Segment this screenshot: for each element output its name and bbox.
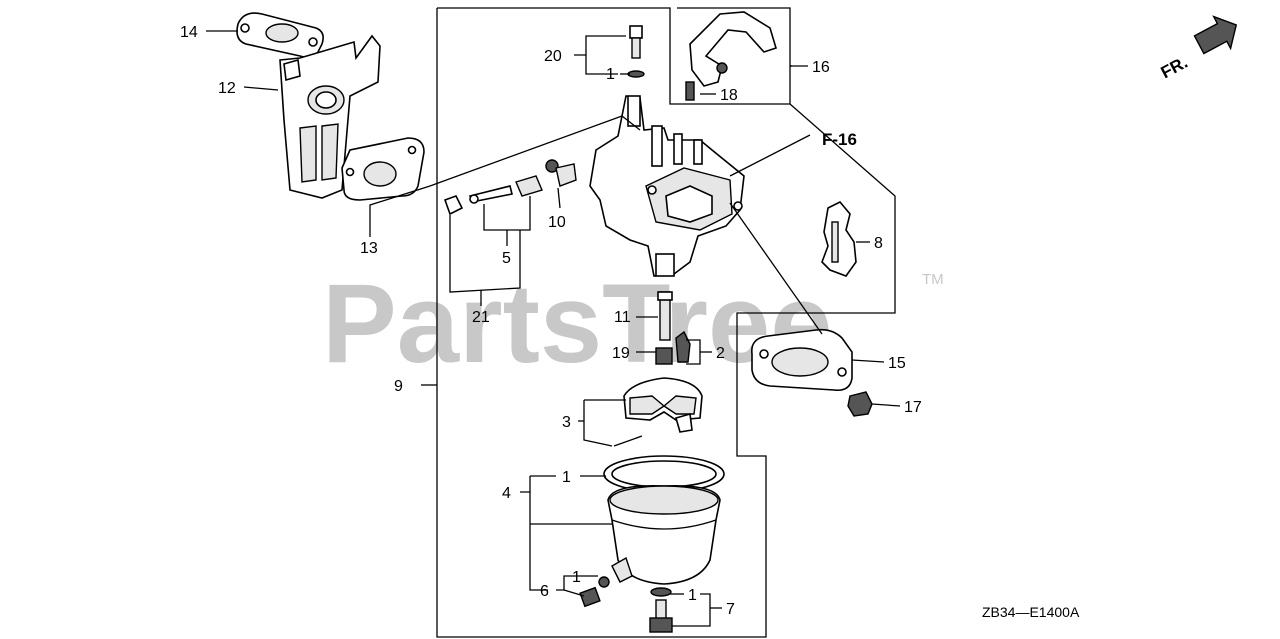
part-10-throttle-stop-screw [545,159,577,187]
watermark-text: PartsTree [322,261,833,386]
callout-16: 16 [812,59,830,76]
callout-4: 4 [502,485,511,502]
callout-1-bolt: 1 [688,587,697,604]
callout-21: 21 [472,309,490,326]
part-21-pilot-screw [443,195,464,216]
callout-7: 7 [726,601,735,618]
part-1-washer-bolt [650,587,672,597]
callout-3: 3 [562,414,571,431]
part-4-float-bowl [607,484,721,585]
callout-1-top: 1 [606,66,615,83]
part-5-screw-set [468,175,543,204]
part-13-gasket [341,137,425,201]
part-18-spring [685,81,695,101]
callout-17: 17 [904,399,922,416]
carburetor-body [589,95,745,277]
callout-20: 20 [544,48,562,65]
part-14-gasket [236,12,324,59]
part-3-float [613,377,703,447]
callout-12: 12 [218,80,236,97]
callout-2: 2 [716,345,725,362]
callout-10: 10 [548,214,566,231]
callout-1-oring: 1 [562,469,571,486]
assembly-boundary [421,7,896,638]
part-12-insulator [279,34,381,199]
callouts: 14 12 13 20 1 16 18 F-16 10 5 21 8 11 19… [180,24,922,618]
callout-14: 14 [180,24,198,41]
part-11-main-jet [657,291,673,341]
part-16-choke-lever [689,11,777,87]
part-6-drain-screw [579,586,601,608]
part-1-washer-drain [598,576,610,588]
callout-8: 8 [874,235,883,252]
callout-9: 9 [394,378,403,395]
reference-label: F-16 [822,130,857,149]
front-direction-label: FR. [1158,53,1191,83]
watermark-trademark: TM [922,271,944,288]
callout-13: 13 [360,240,378,257]
part-7-bowl-bolt [649,599,673,633]
part-8-choke-link [821,201,857,277]
callout-5: 5 [502,250,511,267]
part-17-nut [847,391,873,417]
front-direction-arrow-icon [1193,15,1238,55]
drawing-code: ZB34—E1400A [982,604,1080,620]
callout-19: 19 [612,345,630,362]
callout-1-drain: 1 [572,569,581,586]
callout-6: 6 [540,583,549,600]
part-1-o-ring [603,455,725,493]
leader-lines [206,30,901,627]
callout-18: 18 [720,87,738,104]
part-1-washer-top [627,70,645,78]
callout-11: 11 [614,309,631,326]
part-19-jet [655,347,673,365]
part-20-screw [629,25,643,59]
part-15-gasket [751,328,853,392]
callout-15: 15 [888,355,906,372]
